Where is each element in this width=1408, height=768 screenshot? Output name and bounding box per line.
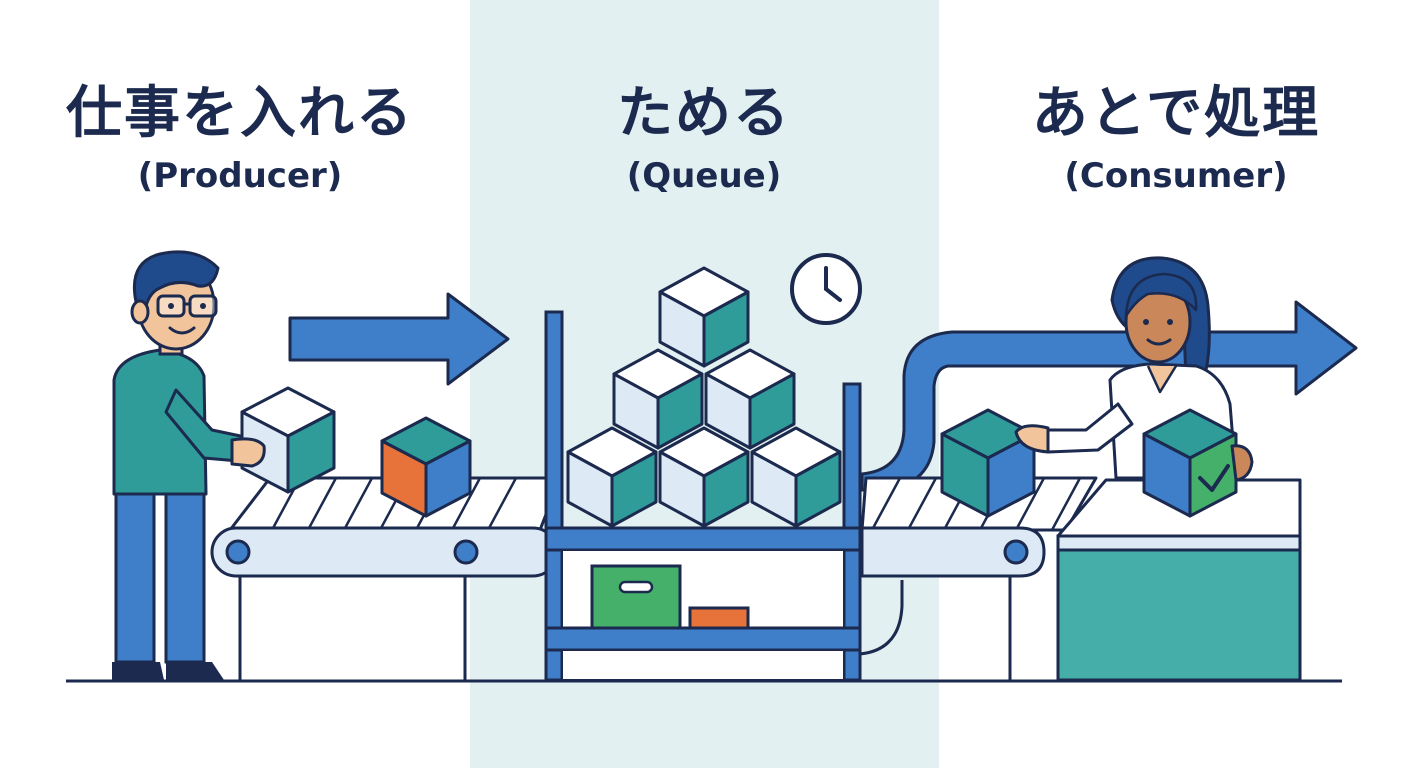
consumer-hand [1230,444,1254,482]
consumer-conveyor [860,476,1098,681]
producer-subtitle: (Producer) [137,156,343,196]
queue-subtitle: (Queue) [626,156,782,196]
clock-icon [790,253,862,325]
queue-title: ためる [617,81,791,146]
consumer-title: あとで処理 [1031,81,1321,146]
producer-title: 仕事を入れる [66,81,414,146]
producer-person [112,250,252,680]
queue-label: ためる (Queue) [494,78,914,200]
connector-line [859,580,904,656]
task-box-in-progress [940,408,1036,518]
task-box-completed [1142,408,1238,518]
green-storage-box [590,564,682,630]
arrow-right-icon [288,292,510,386]
task-box-orange [380,416,472,518]
orange-storage-box [688,606,750,630]
checkmark-icon [1198,464,1230,492]
consumer-label: あとで処理 (Consumer) [966,78,1386,200]
arrow-right-icon [860,300,1358,492]
producer-label: 仕事を入れる (Producer) [30,78,450,200]
producer-hand [230,437,266,468]
consumer-subtitle: (Consumer) [1064,156,1288,196]
producer-conveyor [210,476,562,681]
